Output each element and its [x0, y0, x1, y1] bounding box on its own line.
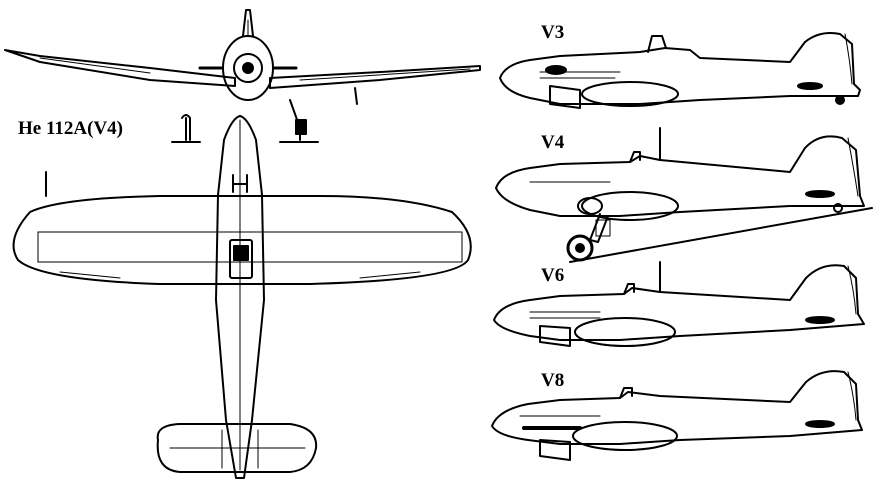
profile-v8	[491, 370, 863, 461]
main-label: He 112A(V4)	[18, 118, 124, 139]
profile-label-v8: V8	[541, 370, 565, 391]
profile-v6	[493, 261, 865, 347]
profile-v4	[495, 127, 873, 263]
front-view	[4, 9, 481, 143]
profile-label-v6: V6	[541, 265, 565, 286]
top-view	[12, 115, 472, 479]
profile-label-v3: V3	[541, 22, 565, 43]
profile-label-v4: V4	[541, 132, 565, 153]
profile-v3	[499, 32, 861, 109]
